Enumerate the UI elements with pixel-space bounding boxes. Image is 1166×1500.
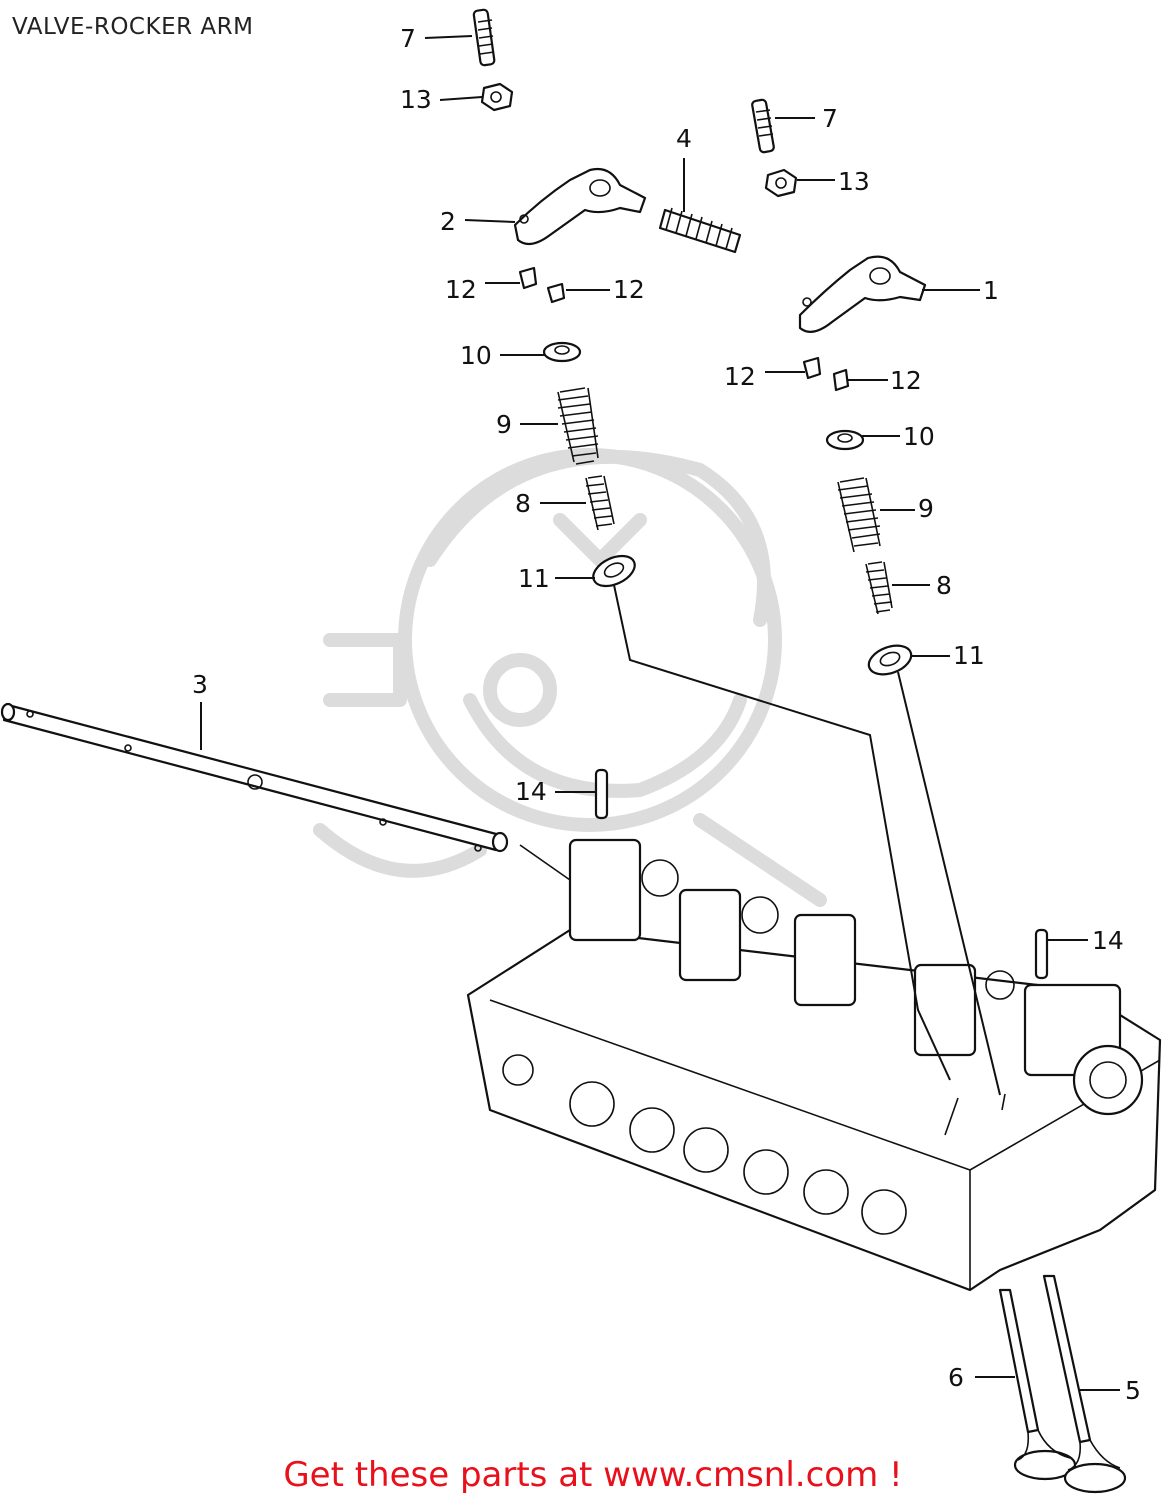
leader-lines [200, 35, 1120, 1391]
callout-label: 11 [953, 641, 985, 670]
dowel-pin-14-icon [594, 768, 1049, 980]
callout-label: 7 [822, 104, 838, 133]
callout-label: 10 [903, 422, 935, 451]
callout-label: 6 [948, 1363, 964, 1392]
rocker-shaft-3-icon [0, 702, 509, 853]
cylinder-head-icon [466, 838, 1162, 1292]
callout-label: 4 [676, 124, 692, 153]
callout-label: 7 [400, 24, 416, 53]
callout-label: 9 [496, 410, 512, 439]
rocker-arm-1-icon [798, 255, 927, 333]
callout-label: 12 [890, 366, 922, 395]
spring-seat-11-icon [592, 554, 913, 676]
callout-label: 3 [192, 670, 208, 699]
callout-label: 1 [983, 276, 999, 305]
callout-label: 12 [613, 275, 645, 304]
callout-label: 14 [515, 777, 547, 806]
valve-keepers-12-icon [518, 266, 850, 392]
callout-label: 11 [518, 564, 550, 593]
callout-label: 10 [460, 341, 492, 370]
callout-label: 9 [918, 494, 934, 523]
rocker-spring-4-icon [658, 207, 742, 254]
callout-label: 8 [936, 571, 952, 600]
lock-nut-13a-icon [480, 82, 514, 112]
callout-label: 5 [1125, 1376, 1141, 1405]
valves-5-6-icon [998, 1274, 1127, 1494]
rocker-arm-2-icon [513, 167, 647, 246]
callout-label: 14 [1092, 926, 1124, 955]
inner-valve-spring-8-icon [585, 475, 893, 615]
callout-label: 2 [440, 207, 456, 236]
lock-nut-13b-icon [764, 168, 798, 198]
callout-label: 13 [400, 85, 432, 114]
adjusting-screw-7b-icon [751, 98, 775, 154]
footer-link[interactable]: Get these parts at www.cmsnl.com ! [283, 1455, 903, 1495]
diagram-title: VALVE-ROCKER ARM [12, 14, 254, 40]
callout-labels: 7 13 7 4 13 2 12 12 1 10 12 12 9 10 8 9 … [192, 24, 1141, 1405]
callout-label: 12 [445, 275, 477, 304]
outer-valve-spring-9-icon [557, 387, 881, 553]
watermark-logo [313, 448, 827, 907]
callout-label: 13 [838, 167, 870, 196]
callout-label: 12 [724, 362, 756, 391]
adjusting-screw-7a-icon [472, 8, 496, 67]
spring-retainer-10-icon [542, 341, 865, 451]
callout-label: 8 [515, 489, 531, 518]
